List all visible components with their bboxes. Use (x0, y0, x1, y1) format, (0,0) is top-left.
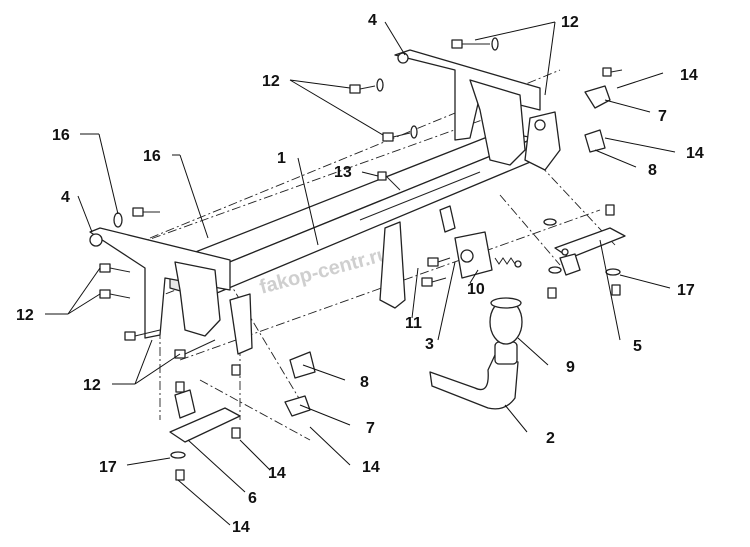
label-part-14-right-mid: 14 (686, 145, 704, 162)
left-side-bracket (89, 227, 253, 355)
leader-lines (45, 21, 676, 526)
right-lower-strap (554, 227, 626, 276)
label-part-11: 11 (405, 315, 422, 332)
label-part-17-left: 17 (99, 459, 117, 476)
label-part-7-bottom: 7 (366, 420, 375, 437)
label-part-7-right: 7 (658, 108, 667, 125)
label-part-14-bottom-mid2: 14 (268, 465, 286, 482)
label-part-8-right: 8 (648, 162, 657, 179)
label-part-6: 6 (248, 490, 257, 507)
label-part-1: 1 (277, 150, 286, 167)
small-brackets (284, 85, 611, 417)
label-part-4-left: 4 (61, 189, 70, 206)
label-part-12-left: 12 (16, 307, 34, 324)
tow-ball (489, 297, 523, 345)
label-part-2: 2 (546, 430, 555, 447)
callout-labels: 1 2 3 4 4 5 6 7 7 8 8 9 10 11 12 12 12 1… (16, 12, 704, 536)
label-part-10: 10 (467, 281, 485, 298)
ball-mount-plate (379, 205, 493, 309)
label-part-13: 13 (334, 164, 352, 181)
label-part-16-mid: 16 (143, 148, 161, 165)
label-part-3: 3 (425, 336, 434, 353)
label-part-4-top: 4 (368, 12, 377, 29)
label-part-14-bottom-mid: 14 (362, 459, 380, 476)
label-part-5: 5 (633, 338, 642, 355)
label-part-9: 9 (566, 359, 575, 376)
label-part-12-top-left: 12 (262, 73, 280, 90)
label-part-14-right-top: 14 (680, 67, 698, 84)
label-part-8-bottom: 8 (360, 374, 369, 391)
label-part-16-left: 16 (52, 127, 70, 144)
label-part-12-bottom-left: 12 (83, 377, 101, 394)
tow-bar-neck (429, 341, 519, 410)
label-part-12-top-right: 12 (561, 14, 579, 31)
label-part-14-bottom-left: 14 (232, 519, 250, 536)
bolts-and-washers (99, 37, 623, 481)
label-part-17-right: 17 (677, 282, 695, 299)
right-side-bracket (394, 49, 561, 171)
socket-spring (494, 257, 522, 268)
left-lower-strap (169, 389, 241, 443)
